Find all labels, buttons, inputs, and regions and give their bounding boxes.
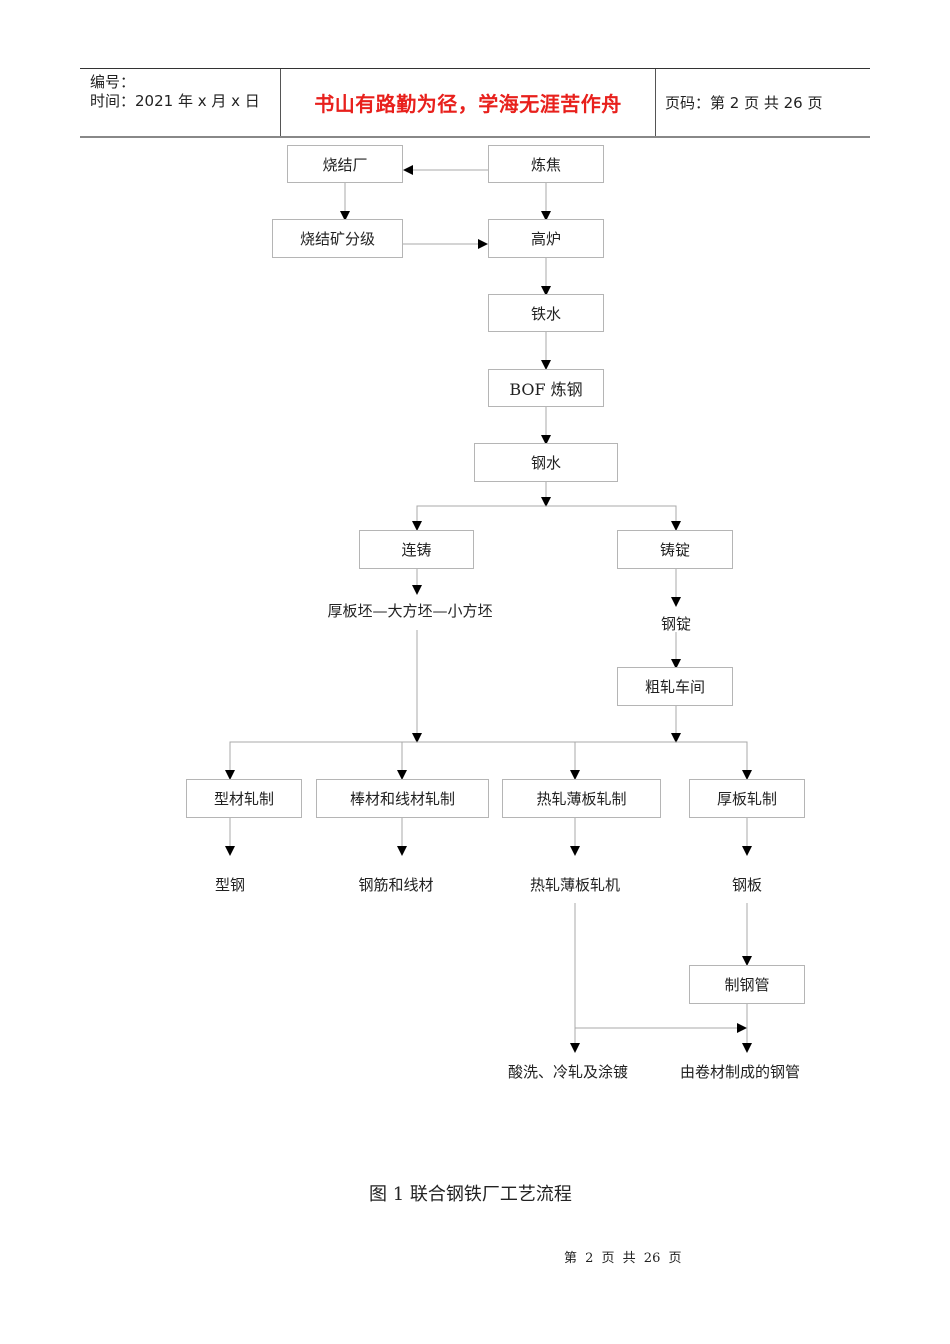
page-footer: 第 2 页 共 26 页 — [564, 1251, 682, 1266]
box-hot-strip-rolling: 热轧薄板轧制 — [502, 779, 661, 818]
label-pickling: 酸洗、冷轧及涂镀 — [507, 1063, 629, 1081]
page-info: 页码：第 2 页 共 26 页 — [665, 94, 823, 112]
number-label: 编号： — [90, 73, 136, 91]
box-sinter-grading: 烧结矿分级 — [272, 219, 403, 258]
page-header: 编号： 时间：2021 年 x 月 x 日 书山有路勤为径，学海无涯苦作舟 页码… — [80, 68, 870, 138]
label-steel-plate: 钢板 — [731, 876, 763, 894]
box-bof: BOF 炼钢 — [488, 369, 604, 407]
box-blast-furnace: 高炉 — [488, 219, 604, 258]
box-section-rolling: 型材轧制 — [186, 779, 302, 818]
label-hot-strip-mill: 热轧薄板轧机 — [529, 876, 621, 894]
label-rebar-wire: 钢筋和线材 — [358, 876, 434, 894]
box-pipe-making: 制钢管 — [689, 965, 805, 1004]
box-coking: 炼焦 — [488, 145, 604, 183]
box-ingot-casting: 铸锭 — [617, 530, 733, 569]
label-ingot: 钢锭 — [660, 615, 692, 633]
label-section-steel: 型钢 — [214, 876, 246, 894]
header-meta: 编号： 时间：2021 年 x 月 x 日 — [80, 69, 280, 136]
box-roughing-mill: 粗轧车间 — [617, 667, 733, 706]
box-continuous-casting: 连铸 — [359, 530, 474, 569]
header-motto-cell: 书山有路勤为径，学海无涯苦作舟 — [280, 69, 656, 136]
label-slabs: 厚板坯—大方坯—小方坯 — [327, 602, 493, 620]
figure-caption: 图 1 联合钢铁厂工艺流程 — [369, 1184, 572, 1205]
date-label: 时间：2021 年 x 月 x 日 — [90, 92, 260, 110]
motto: 书山有路勤为径，学海无涯苦作舟 — [314, 92, 622, 116]
box-molten-steel: 钢水 — [474, 443, 618, 482]
header-page-info: 页码：第 2 页 共 26 页 — [655, 69, 870, 136]
box-bar-wire-rolling: 棒材和线材轧制 — [316, 779, 489, 818]
label-coil-pipe: 由卷材制成的钢管 — [679, 1063, 801, 1081]
box-molten-iron: 铁水 — [488, 294, 604, 332]
box-plate-rolling: 厚板轧制 — [689, 779, 805, 818]
box-sinter-plant: 烧结厂 — [287, 145, 403, 183]
